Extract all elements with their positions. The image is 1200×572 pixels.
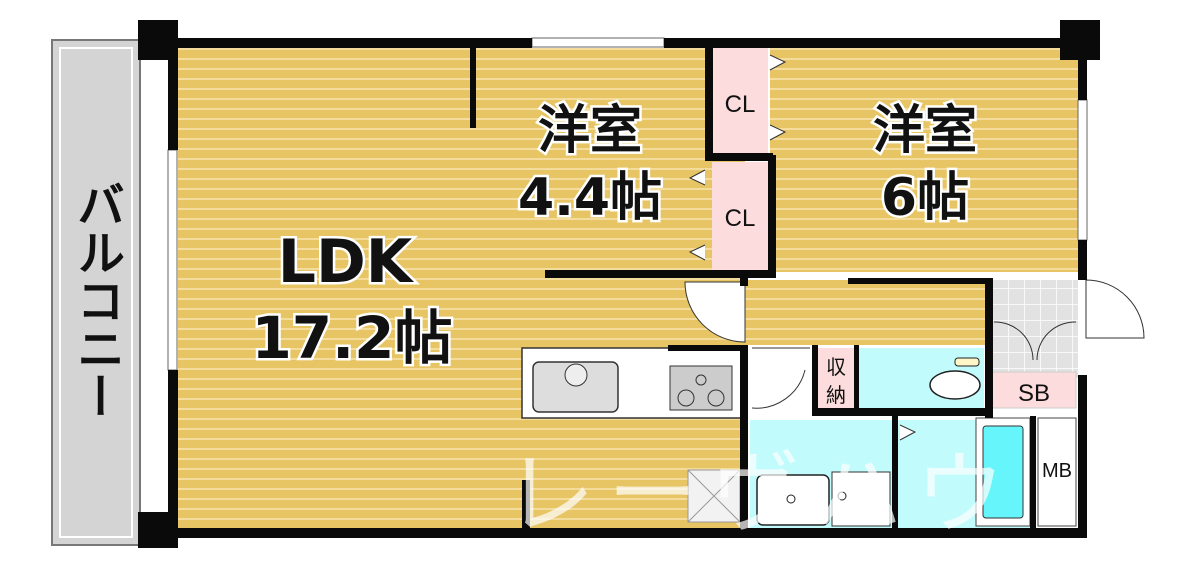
storage-label-2: 納: [826, 384, 846, 407]
watermark: レーヴハウ: [505, 442, 1005, 547]
toilet-icon: [929, 370, 981, 400]
closet-door-markers: [688, 54, 917, 441]
window-top: [531, 37, 665, 48]
hallway-floor: [745, 280, 990, 345]
washing-machine-icon: [831, 471, 891, 527]
closet-lower-label: CL: [725, 205, 756, 232]
storage-label-1: 収: [826, 356, 846, 379]
bedroom-1-floor: [475, 48, 705, 272]
balcony: [51, 39, 141, 546]
ldk-size-label: 17.2帖: [251, 304, 452, 372]
closet-upper-label: CL: [725, 91, 756, 118]
ldk-label: LDK: [278, 227, 415, 297]
storage: [818, 348, 854, 408]
wash-basin-icon: [756, 474, 830, 526]
bedroom-2-floor: [770, 48, 1078, 272]
meter-box-label: MB: [1042, 460, 1072, 482]
shoe-box-doors: [993, 321, 1077, 361]
walls: [138, 20, 1100, 548]
bedroom-1-size-label: 4.4帖: [518, 168, 662, 228]
meter-box: [1037, 417, 1077, 527]
sink-icon: [532, 361, 619, 413]
closet-lower: [712, 162, 768, 270]
stove-icon: [669, 365, 733, 411]
bedroom-1-label: 洋室: [538, 101, 642, 161]
entrance: [990, 280, 1078, 378]
door-swing-ldk: [684, 281, 746, 343]
balcony-label: バルコニー: [68, 180, 124, 420]
closet-upper: [712, 48, 768, 153]
window-left-ldk: [167, 149, 178, 371]
storage-door: [751, 347, 810, 409]
entrance-door-swing: [1085, 279, 1145, 339]
bedroom-2-label: 洋室: [873, 101, 977, 161]
bedroom-2-size-label: 6帖: [881, 168, 969, 228]
shoe-box: [991, 371, 1077, 409]
window-right: [1077, 99, 1088, 241]
shoe-box-label: SB: [1018, 380, 1050, 407]
